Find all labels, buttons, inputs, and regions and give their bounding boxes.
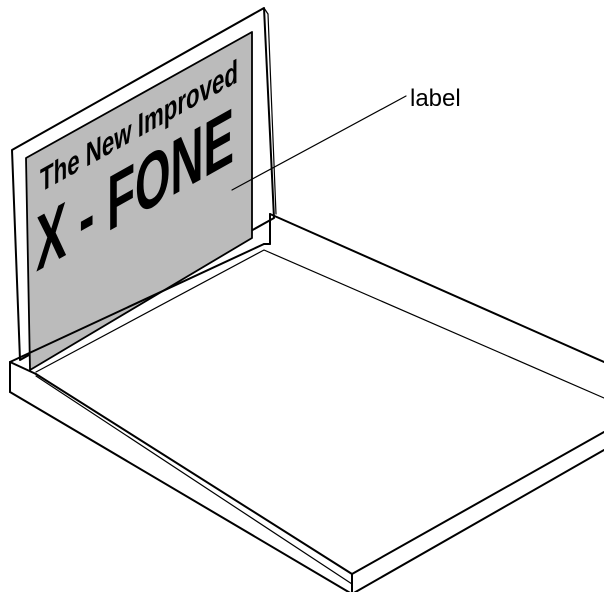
- base-tray: [9, 213, 604, 592]
- callout-leader-line: [231, 95, 407, 191]
- callout-label-text: label: [410, 85, 461, 112]
- product-label: [25, 31, 253, 371]
